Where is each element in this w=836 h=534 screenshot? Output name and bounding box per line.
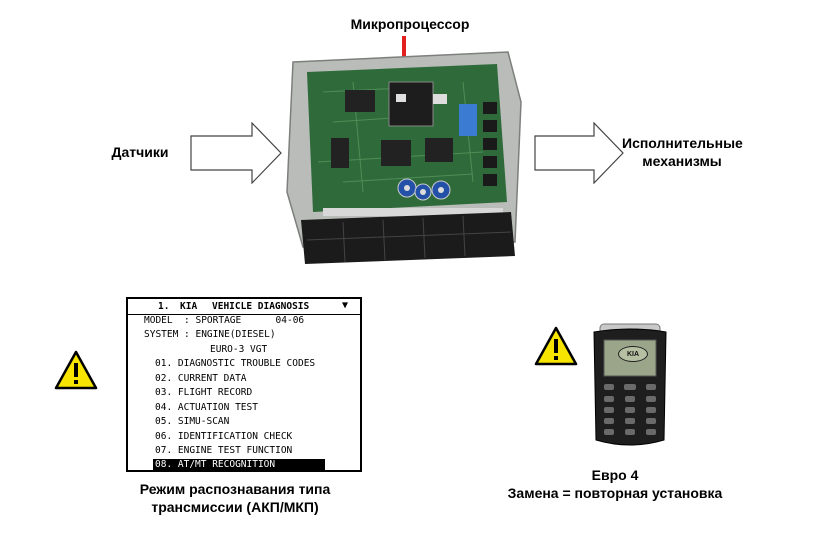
system-line: SYSTEM : ENGINE(DIESEL) [144, 329, 276, 340]
actuators-label: Исполнительные механизмы [622, 134, 743, 170]
output-arrow [534, 122, 624, 184]
menu-item[interactable]: 02. CURRENT DATA [155, 373, 247, 384]
input-arrow [190, 122, 282, 184]
scanner-device-image [593, 323, 667, 446]
screen-header: 1. KIA VEHICLE DIAGNOSIS ▼ [128, 299, 360, 315]
menu-item[interactable]: 05. SIMU-SCAN [155, 416, 230, 427]
recognition-caption-line2: трансмиссии (АКП/МКП) [151, 499, 319, 515]
microprocessor-label: Микропроцессор [350, 16, 470, 32]
menu-item[interactable]: 07. ENGINE TEST FUNCTION [155, 445, 293, 456]
recognition-caption-line1: Режим распознавания типа [139, 481, 331, 497]
screen-header-number: 1. [158, 301, 170, 312]
screen-header-brand: KIA [180, 301, 198, 312]
menu-item[interactable]: 01. DIAGNOSTIC TROUBLE CODES [155, 358, 316, 369]
warning-triangle-icon [534, 326, 578, 366]
sensors-label: Датчики [111, 144, 169, 160]
model-line: MODEL : SPORTAGE 04-06 [144, 315, 305, 326]
actuators-label-line2: механизмы [642, 153, 722, 169]
menu-item[interactable]: 03. FLIGHT RECORD [155, 387, 253, 398]
diagnosis-screen: 1. KIA VEHICLE DIAGNOSIS ▼ MODEL : SPORT… [126, 297, 362, 472]
kia-logo: KIA [618, 346, 648, 362]
menu-item-selected[interactable]: 08. AT/MT RECOGNITION [153, 459, 325, 471]
euro-caption-line2: Замена = повторная установка [507, 485, 723, 501]
euro-caption: Евро 4 Замена = повторная установка [480, 466, 750, 502]
menu-item[interactable]: 04. ACTUATION TEST [155, 402, 258, 413]
ecu-board-image [286, 51, 522, 264]
euro-caption-line1: Евро 4 [591, 467, 639, 483]
chevron-down-icon[interactable]: ▼ [341, 300, 348, 311]
screen-header-title: VEHICLE DIAGNOSIS [212, 301, 310, 312]
warning-triangle-icon [54, 350, 98, 390]
menu-item[interactable]: 06. IDENTIFICATION CHECK [155, 431, 293, 442]
recognition-caption: Режим распознавания типа трансмиссии (АК… [110, 480, 360, 516]
variant-line: EURO-3 VGT [210, 344, 268, 355]
actuators-label-line1: Исполнительные [622, 135, 743, 151]
kia-logo-text: KIA [626, 350, 640, 358]
